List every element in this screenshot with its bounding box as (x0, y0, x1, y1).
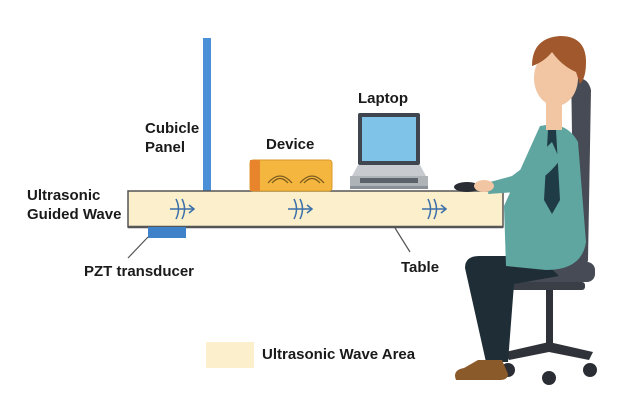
pzt-pointer (127, 236, 149, 259)
device (249, 159, 333, 192)
wave-arrow-icon (422, 198, 448, 220)
seated-person (455, 36, 586, 380)
guided-wave-label: Ultrasonic Guided Wave (27, 187, 122, 223)
mouse-icon (454, 182, 480, 192)
table-pointer (394, 227, 411, 253)
table-label: Table (401, 259, 440, 276)
cubicle-panel-label: Cubicle Panel (145, 120, 200, 156)
legend-label: Ultrasonic Wave Area (262, 346, 416, 363)
pzt-transducer-label: PZT transducer (84, 263, 195, 280)
pzt-transducer (148, 227, 186, 238)
cubicle-panel (203, 38, 211, 191)
wave-arrow-icon (288, 198, 314, 220)
laptop (350, 113, 428, 189)
legend-swatch (206, 342, 254, 368)
wave-arrow-icon (170, 198, 196, 220)
device-label: Device (266, 136, 315, 153)
laptop-label: Laptop (358, 90, 408, 107)
